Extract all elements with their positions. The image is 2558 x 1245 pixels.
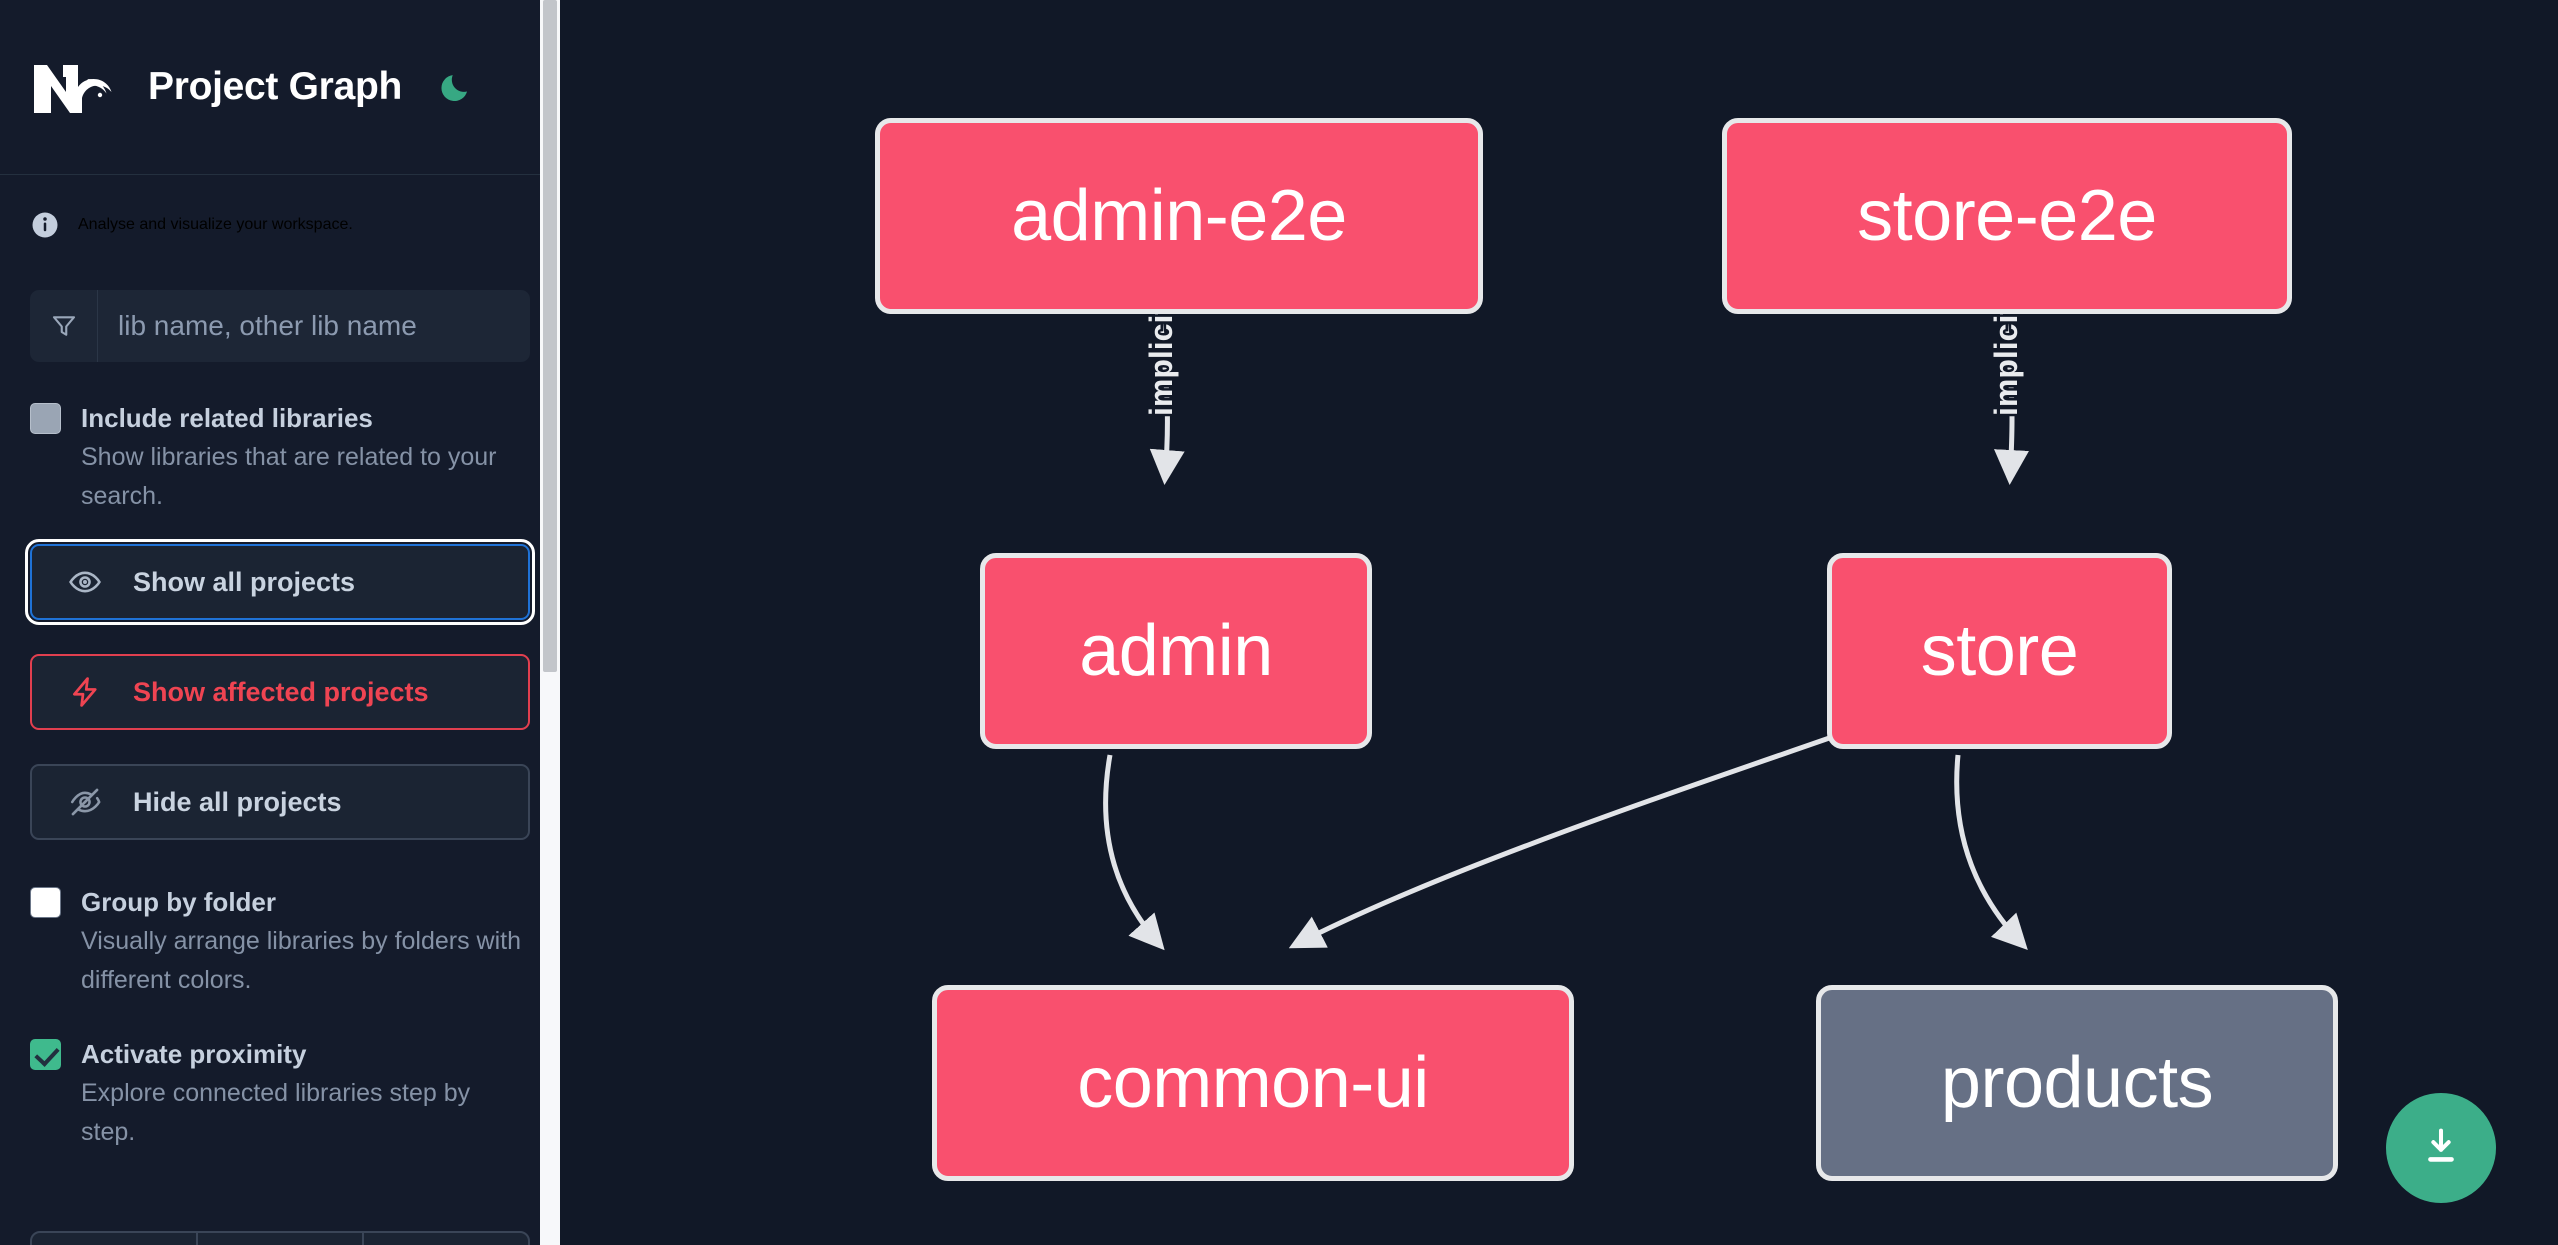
node-label: store bbox=[1920, 611, 2079, 691]
option-label: Include related libraries bbox=[81, 403, 373, 433]
lightning-bolt-icon bbox=[65, 672, 105, 712]
graph-node-store[interactable]: store bbox=[1827, 553, 2172, 749]
node-label: admin-e2e bbox=[1011, 176, 1347, 256]
proximity-step-option[interactable] bbox=[364, 1233, 528, 1245]
option-description: Visually arrange libraries by folders wi… bbox=[81, 927, 522, 994]
include-related-libraries-checkbox[interactable] bbox=[30, 403, 61, 434]
option-activate-proximity[interactable]: Activate proximity Explore connected lib… bbox=[30, 1034, 530, 1152]
tagline: Analyse and visualize your workspace. bbox=[30, 210, 530, 240]
eye-off-icon bbox=[65, 782, 105, 822]
info-circle-icon bbox=[30, 210, 60, 240]
activate-proximity-checkbox[interactable] bbox=[30, 1039, 61, 1070]
show-all-projects-label: Show all projects bbox=[133, 566, 356, 597]
edge-admin-e2e-to-admin bbox=[1149, 317, 1185, 485]
eye-icon bbox=[65, 562, 105, 602]
show-all-projects-button[interactable]: Show all projects bbox=[25, 539, 535, 625]
tagline-text: Analyse and visualize your workspace. bbox=[78, 216, 353, 233]
proximity-step-control[interactable] bbox=[30, 1231, 530, 1245]
node-label: store-e2e bbox=[1857, 176, 2157, 256]
graph-edges: implicit implicit bbox=[1103, 301, 2029, 951]
sidebar-body: Analyse and visualize your workspace. In… bbox=[0, 210, 560, 1152]
show-affected-projects-label: Show affected projects bbox=[133, 676, 429, 707]
node-label: products bbox=[1940, 1043, 2214, 1123]
search-input[interactable] bbox=[98, 290, 530, 362]
moon-icon[interactable] bbox=[432, 64, 478, 110]
sidebar-header: Project Graph bbox=[0, 0, 560, 175]
nx-logo-icon bbox=[30, 55, 122, 119]
node-label: admin bbox=[1079, 611, 1273, 691]
graph-node-common-ui[interactable]: common-ui bbox=[932, 985, 1574, 1181]
graph-node-products[interactable]: products bbox=[1816, 985, 2338, 1181]
option-include-related-libraries[interactable]: Include related libraries Show libraries… bbox=[30, 398, 530, 516]
show-affected-projects-button[interactable]: Show affected projects bbox=[30, 654, 530, 730]
option-description: Explore connected libraries step by step… bbox=[81, 1079, 471, 1146]
edge-store-to-common-ui bbox=[1288, 732, 1839, 949]
option-label: Activate proximity bbox=[81, 1039, 307, 1069]
page-title: Project Graph bbox=[148, 65, 402, 108]
proximity-step-option[interactable] bbox=[198, 1233, 364, 1245]
edge-store-e2e-to-store bbox=[1993, 317, 2029, 485]
hide-all-projects-label: Hide all projects bbox=[133, 786, 342, 817]
graph-canvas[interactable]: implicit implicit admin-e2e store-e2e ad… bbox=[560, 0, 2558, 1245]
search-box[interactable] bbox=[30, 290, 530, 362]
graph-node-admin[interactable]: admin bbox=[980, 553, 1372, 749]
graph-node-admin-e2e[interactable]: admin-e2e bbox=[875, 118, 1483, 314]
sidebar-scrollbar[interactable] bbox=[540, 0, 560, 1245]
edge-store-to-products bbox=[1954, 754, 2028, 951]
node-label: common-ui bbox=[1077, 1043, 1429, 1123]
hide-all-projects-button[interactable]: Hide all projects bbox=[30, 764, 530, 840]
proximity-step-option[interactable] bbox=[32, 1233, 198, 1245]
option-description: Show libraries that are related to your … bbox=[81, 443, 497, 510]
sidebar-scrollbar-thumb[interactable] bbox=[543, 0, 557, 672]
download-icon bbox=[2418, 1123, 2464, 1174]
option-label: Group by folder bbox=[81, 887, 276, 917]
edge-admin-to-common-ui bbox=[1103, 754, 1165, 951]
download-graph-button[interactable] bbox=[2386, 1093, 2496, 1203]
graph-node-store-e2e[interactable]: store-e2e bbox=[1722, 118, 2292, 314]
option-group-by-folder[interactable]: Group by folder Visually arrange librari… bbox=[30, 882, 530, 1000]
edge-label-implicit: implicit bbox=[1143, 304, 1179, 416]
sidebar: Project Graph Analyse and visualize your… bbox=[0, 0, 560, 1245]
edge-label-implicit: implicit bbox=[1988, 304, 2024, 416]
filter-funnel-icon bbox=[30, 290, 98, 362]
group-by-folder-checkbox[interactable] bbox=[30, 887, 61, 918]
